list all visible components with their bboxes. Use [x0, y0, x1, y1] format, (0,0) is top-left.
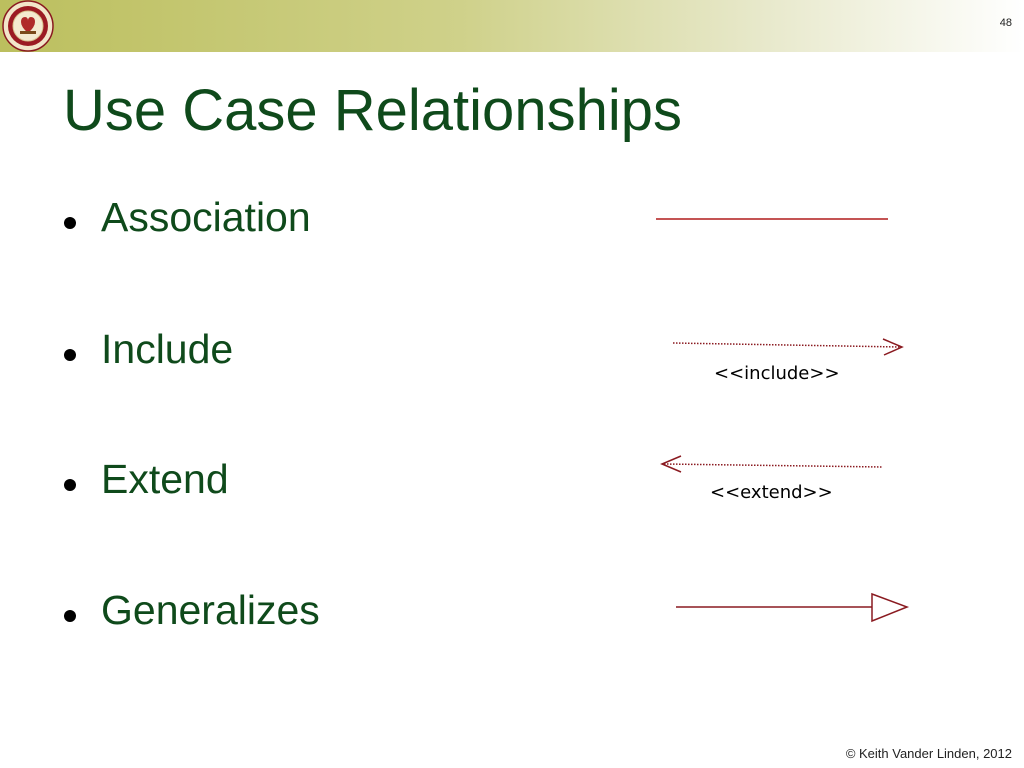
extend-arrowhead-icon	[660, 455, 682, 473]
extend-dotted-line	[663, 463, 884, 468]
bullet-dot-icon	[64, 217, 76, 229]
generalizes-triangle-icon	[871, 592, 910, 623]
header-band	[0, 0, 1024, 52]
bullet-label-include: Include	[101, 326, 234, 372]
extend-label: <<extend>>	[710, 482, 833, 503]
include-dotted-line	[672, 342, 901, 348]
bullet-label-association: Association	[101, 194, 311, 240]
bullet-dot-icon	[64, 479, 76, 491]
include-arrowhead-icon	[882, 338, 904, 356]
college-seal-logo	[2, 0, 54, 52]
bullet-label-extend: Extend	[101, 456, 229, 502]
bullet-dot-icon	[64, 610, 76, 622]
page-number: 48	[999, 17, 1012, 29]
copyright-footer: © Keith Vander Linden, 2012	[845, 746, 1012, 761]
include-label: <<include>>	[714, 363, 840, 384]
slide-title: Use Case Relationships	[63, 78, 682, 143]
bullet-dot-icon	[64, 349, 76, 361]
bullet-label-generalizes: Generalizes	[101, 587, 320, 633]
